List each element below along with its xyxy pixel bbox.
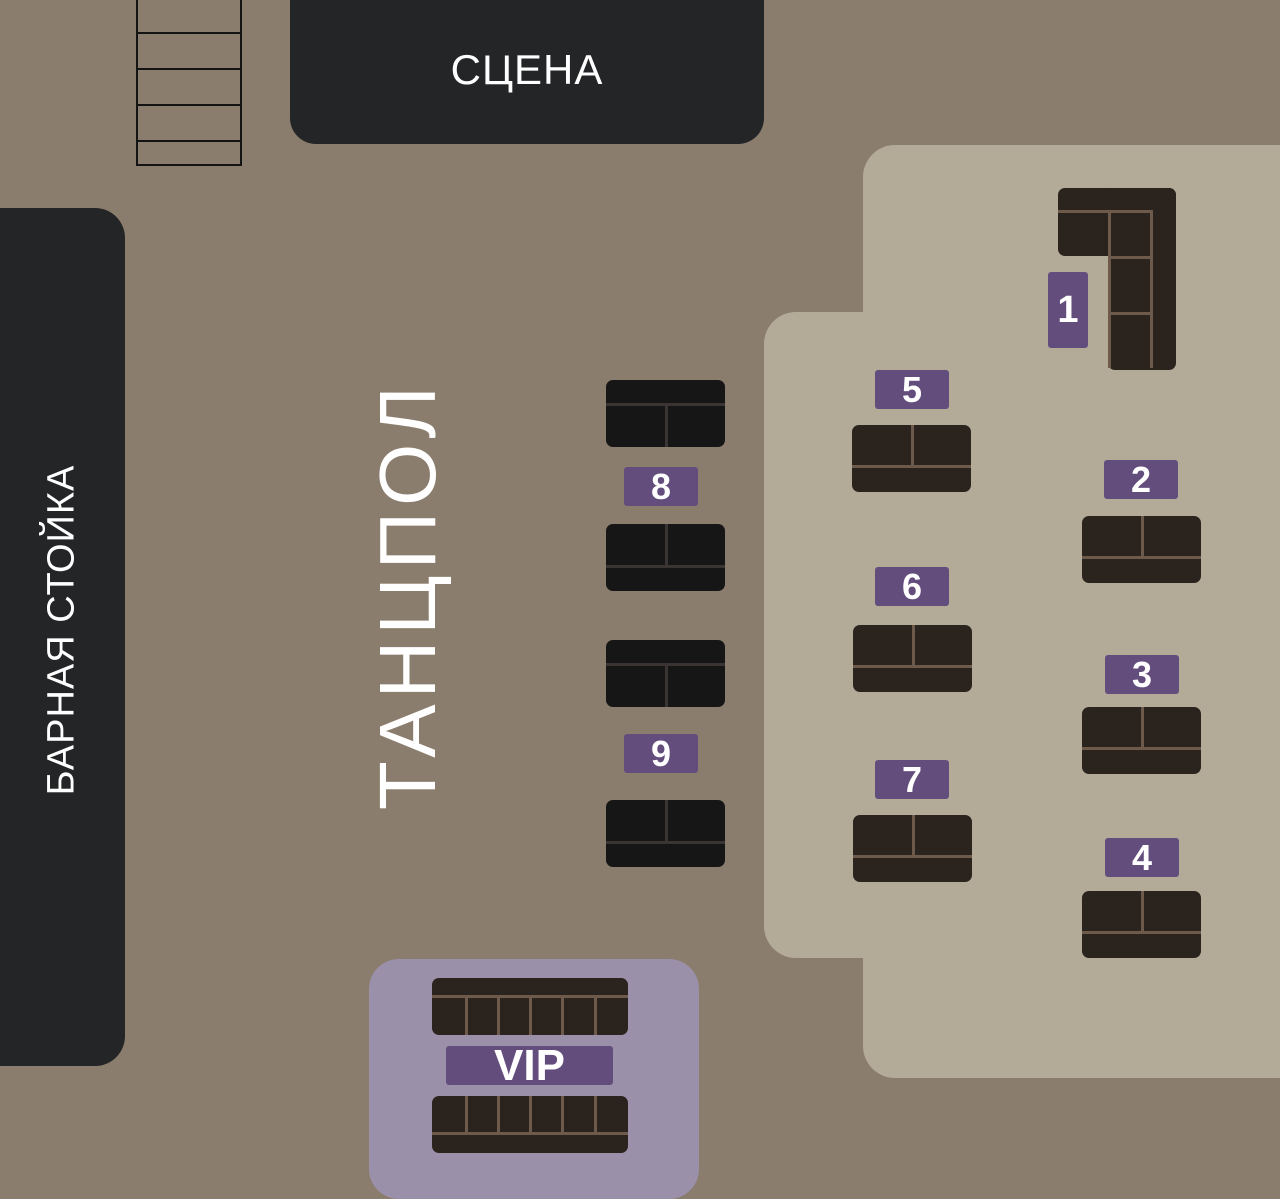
table-9-tag[interactable]: 9 [624,733,698,774]
sofa-segment [1108,188,1176,370]
vip-sofa-bottom[interactable] [432,1096,628,1153]
table-8-sofa-bottom[interactable] [606,524,725,591]
dance-floor-label: ТАНЦПОЛ [363,380,452,810]
table-8-tag[interactable]: 8 [624,466,698,507]
stage [290,0,764,144]
table-6-tag[interactable]: 6 [875,566,949,607]
table-9-sofa-top[interactable] [606,640,725,707]
table-9-sofa-bottom[interactable] [606,800,725,867]
stairs [136,0,242,166]
table-5-tag[interactable]: 5 [875,369,949,410]
stage-label: СЦЕНА [450,46,604,93]
bar-counter-label: БАРНАЯ СТОЙКА [40,464,83,796]
table-2-tag[interactable]: 2 [1104,459,1178,500]
table-4-sofa[interactable] [1082,891,1201,958]
table-4-tag[interactable]: 4 [1105,837,1179,878]
table-7-sofa[interactable] [853,815,972,882]
table-2-sofa[interactable] [1082,516,1201,583]
bar-counter [0,208,125,1066]
table-6-sofa[interactable] [853,625,972,692]
vip-sofa-top[interactable] [432,978,628,1035]
table-7-tag[interactable]: 7 [875,759,949,800]
table-1-tag[interactable]: 1 [1048,272,1088,348]
vip-tag[interactable]: VIP [446,1041,613,1090]
table-3-tag[interactable]: 3 [1105,654,1179,695]
table-5-sofa[interactable] [852,425,971,492]
table-1-sofa[interactable] [1058,188,1176,370]
table-8-sofa-top[interactable] [606,380,725,447]
table-3-sofa[interactable] [1082,707,1201,774]
